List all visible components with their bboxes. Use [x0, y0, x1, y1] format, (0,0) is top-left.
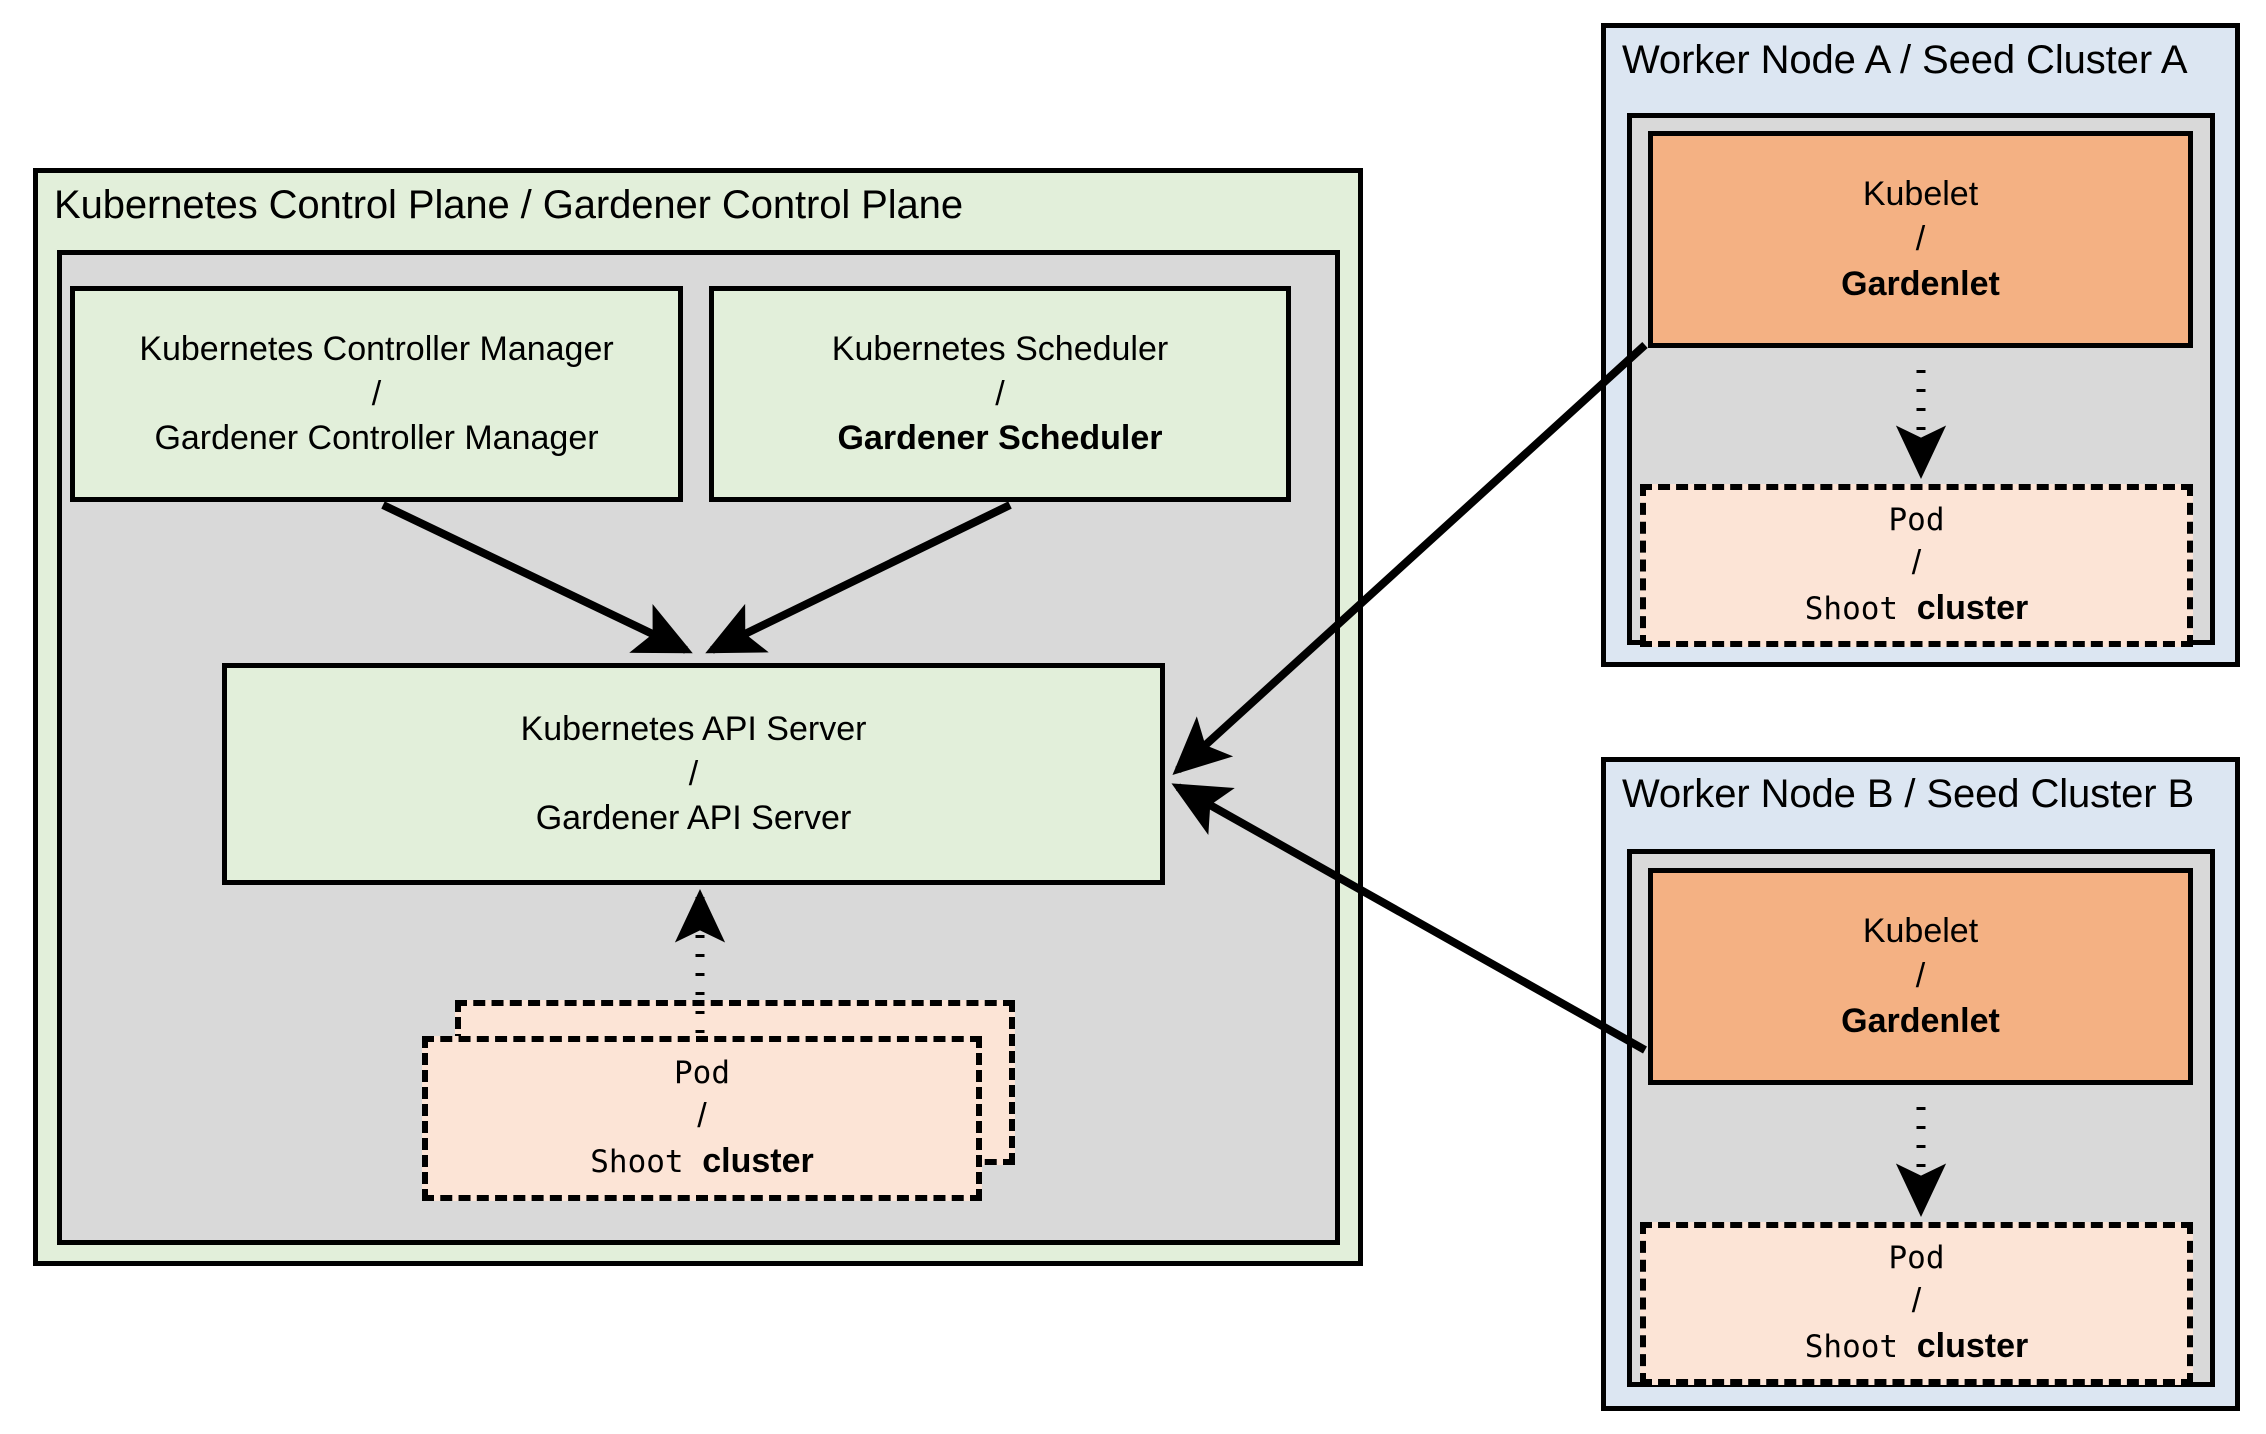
api-server-box[interactable]: Kubernetes API Server / Gardener API Ser… [222, 663, 1165, 885]
control-plane-pod-line-2-mono: Shoot [590, 1143, 703, 1180]
worker-node-b-kubelet-box[interactable]: Kubelet / Gardenlet [1648, 868, 2193, 1085]
scheduler-separator: / [995, 374, 1005, 413]
worker-node-a-pod-line-2: Shoot cluster [1805, 586, 2028, 631]
worker-node-a-pod-line-2-mono: Shoot [1804, 590, 1917, 627]
control-plane-pod-box[interactable]: Pod / Shoot cluster [422, 1036, 982, 1201]
worker-node-b-kubelet-line-2: Gardenlet [1841, 1001, 2000, 1040]
control-plane-pod-line-1: Pod [674, 1055, 730, 1092]
worker-node-b-pod-line-2-bold: cluster [1916, 1326, 2029, 1365]
scheduler-box[interactable]: Kubernetes Scheduler / Gardener Schedule… [709, 286, 1291, 502]
worker-node-a-pod-line-1: Pod [1888, 502, 1945, 539]
scheduler-line-1: Kubernetes Scheduler [831, 329, 1169, 368]
worker-node-a-kubelet-line-1: Kubelet [1862, 175, 1979, 214]
controller-manager-line-2: Gardener Controller Manager [154, 419, 599, 458]
worker-node-a-title: Worker Node A / Seed Cluster A [1622, 38, 2188, 82]
worker-node-b-pod-line-2: Shoot cluster [1805, 1324, 2028, 1369]
scheduler-line-2: Gardener Scheduler [837, 419, 1163, 458]
worker-node-a-pod-box[interactable]: Pod / Shoot cluster [1640, 484, 2193, 647]
worker-node-b-pod-separator: / [1911, 1282, 1922, 1321]
worker-node-b-kubelet-line-1: Kubelet [1862, 912, 1979, 951]
worker-node-a-pod-line-2-bold: cluster [1916, 588, 2029, 627]
controller-manager-separator: / [371, 374, 382, 413]
worker-node-b-pod-line-1: Pod [1888, 1240, 1945, 1277]
worker-node-a-pod-separator: / [1911, 544, 1922, 583]
worker-node-b-pod-box[interactable]: Pod / Shoot cluster [1640, 1222, 2193, 1385]
api-server-line-1: Kubernetes API Server [520, 709, 867, 748]
worker-node-b-title: Worker Node B / Seed Cluster B [1622, 772, 2195, 816]
worker-node-a-kubelet-line-2: Gardenlet [1841, 264, 2000, 303]
controller-manager-box[interactable]: Kubernetes Controller Manager / Gardener… [70, 286, 683, 502]
worker-node-b-kubelet-separator: / [1915, 957, 1926, 996]
control-plane-pod-separator: / [697, 1097, 707, 1136]
worker-node-a-kubelet-separator: / [1915, 220, 1926, 259]
control-plane-pod-line-2-bold: cluster [702, 1141, 814, 1180]
api-server-line-2: Gardener API Server [535, 799, 852, 838]
api-server-separator: / [688, 754, 699, 793]
control-plane-pod-line-2: Shoot cluster [590, 1139, 813, 1184]
worker-node-b-pod-line-2-mono: Shoot [1804, 1328, 1917, 1365]
control-plane-title: Kubernetes Control Plane / Gardener Cont… [54, 183, 963, 227]
controller-manager-line-1: Kubernetes Controller Manager [139, 329, 614, 368]
worker-node-a-kubelet-box[interactable]: Kubelet / Gardenlet [1648, 131, 2193, 348]
